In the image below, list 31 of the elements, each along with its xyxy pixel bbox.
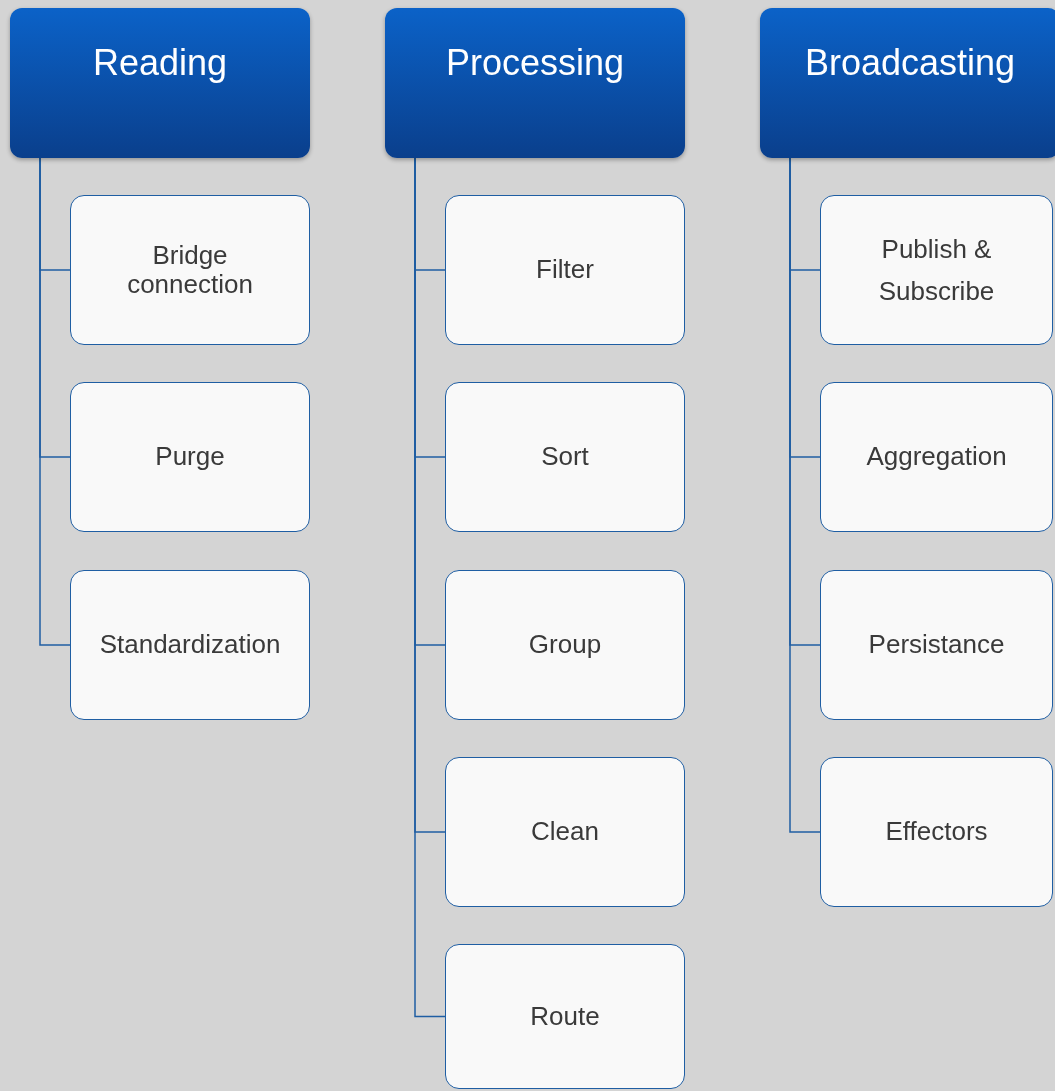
- step-label: Standardization: [99, 630, 281, 660]
- step-label: Clean: [531, 817, 599, 847]
- step-box: [820, 382, 1053, 532]
- step-box: [820, 570, 1053, 720]
- step-label: Effectors: [885, 817, 988, 847]
- step-label: Filter: [536, 255, 594, 285]
- step-label: Aggregation: [866, 442, 1007, 472]
- header-title: Processing: [445, 42, 625, 84]
- header-title: Broadcasting: [804, 42, 1016, 84]
- step-box: [70, 570, 310, 720]
- step-label: Persistance: [868, 630, 1005, 660]
- step-label: Sort: [541, 442, 589, 472]
- header-title: Reading: [92, 42, 228, 84]
- step-box: [445, 757, 685, 907]
- step-box: [820, 195, 1053, 345]
- step-box: [445, 195, 685, 345]
- step-box: [445, 944, 685, 1089]
- step-box: [820, 757, 1053, 907]
- category-header: [10, 8, 310, 158]
- step-label: Bridge connection: [127, 240, 253, 300]
- step-box: [445, 382, 685, 532]
- step-box: [445, 570, 685, 720]
- connector-line: [39, 157, 71, 646]
- category-header: [760, 8, 1055, 158]
- step-label: Publish & Subscribe: [878, 232, 995, 308]
- step-box: [70, 382, 310, 532]
- step-label: Group: [528, 630, 602, 660]
- step-label: Route: [530, 1001, 600, 1032]
- step-label: Purge: [155, 442, 225, 472]
- step-box: [70, 195, 310, 345]
- category-header: [385, 8, 685, 158]
